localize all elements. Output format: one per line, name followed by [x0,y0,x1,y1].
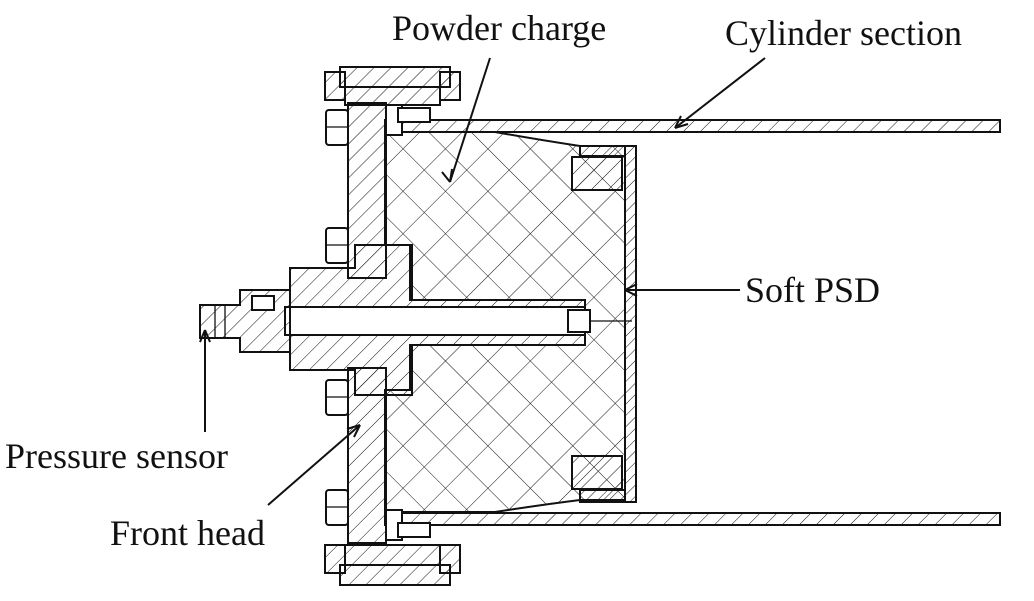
flange-top [324,66,461,123]
soft-psd [571,145,637,503]
pressure-sensor [199,289,291,353]
flange-bottom [324,522,461,586]
bolts [325,109,349,526]
label-front-head: Front head [110,513,265,553]
leader-lines [199,57,766,506]
label-soft-psd: Soft PSD [745,270,880,310]
label-powder-charge: Powder charge [392,8,606,48]
central-hub [284,244,632,396]
label-pressure-sensor: Pressure sensor [5,436,228,476]
label-cylinder-section: Cylinder section [725,13,962,53]
cylinder-section [384,119,1001,526]
